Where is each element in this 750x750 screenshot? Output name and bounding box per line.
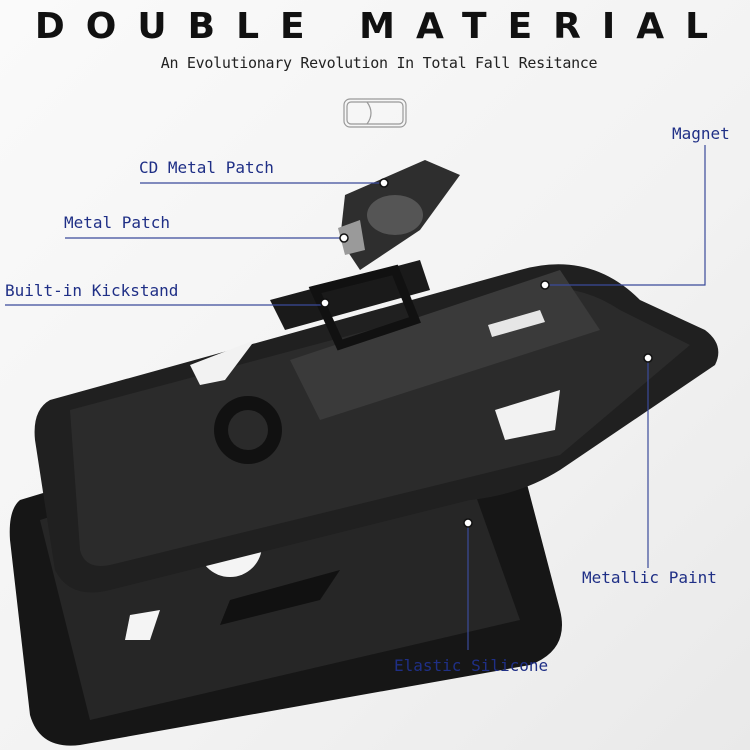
callout-cd-metal-patch: CD Metal Patch bbox=[139, 158, 274, 177]
metal-patch bbox=[338, 220, 365, 255]
callout-metallic-paint: Metallic Paint bbox=[582, 568, 717, 587]
ring-holder bbox=[308, 160, 460, 351]
page-title: DOUBLE MATERIAL bbox=[34, 6, 730, 47]
callout-dots bbox=[320, 178, 653, 528]
phone-outline-icon bbox=[343, 98, 407, 128]
callout-metal-patch: Metal Patch bbox=[64, 213, 170, 232]
leader-lines bbox=[5, 145, 706, 650]
callout-elastic-silicone: Elastic Silicone bbox=[394, 656, 549, 675]
callout-kickstand: Built-in Kickstand bbox=[5, 281, 179, 300]
hard-shell-case bbox=[34, 260, 719, 593]
callout-magnet: Magnet bbox=[672, 124, 730, 143]
kickstand bbox=[290, 270, 600, 420]
page-subtitle: An Evolutionary Revolution In Total Fall… bbox=[160, 54, 598, 72]
